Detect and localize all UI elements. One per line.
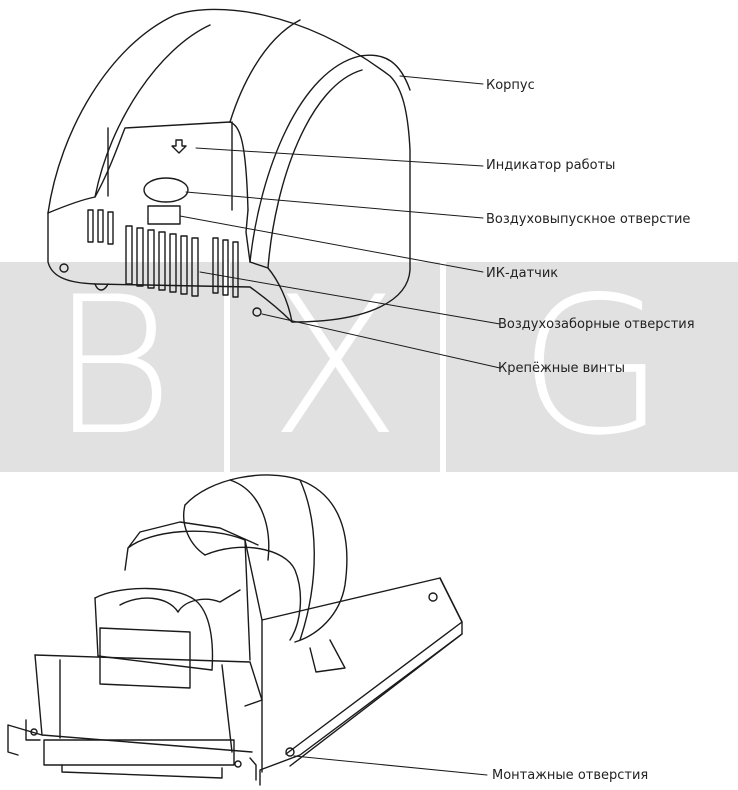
intake-slots [87, 209, 239, 298]
ir-sensor-window [147, 205, 181, 225]
label-air-outlet: Воздуховыпускное отверстие [486, 212, 691, 227]
label-indicator: Индикатор работы [486, 158, 616, 173]
watermark-letter-b: B [49, 256, 175, 477]
leader-lines-lower [293, 755, 488, 776]
motor-drum [183, 474, 348, 673]
label-housing: Корпус [486, 78, 535, 93]
label-air-intake: Воздухозаборные отверстия [498, 317, 695, 332]
label-fixing-screws: Крепёжные винты [498, 361, 626, 376]
dryer-housing [47, 8, 411, 323]
watermark-block-1 [0, 262, 224, 472]
leader-lines-upper [179, 75, 501, 369]
fan-housing [94, 521, 263, 707]
watermark-letter-g: G [518, 256, 666, 477]
label-mounting-holes: Монтажные отверстия [492, 768, 649, 783]
indicator-arrow-icon [171, 139, 187, 154]
label-ir-sensor: ИК-датчик [486, 266, 559, 281]
outlet-oval [143, 177, 189, 203]
mounting-plate [259, 577, 463, 786]
watermark-letter-x: X [269, 256, 401, 477]
watermark-block-2 [230, 262, 440, 472]
front-chassis [7, 627, 263, 781]
